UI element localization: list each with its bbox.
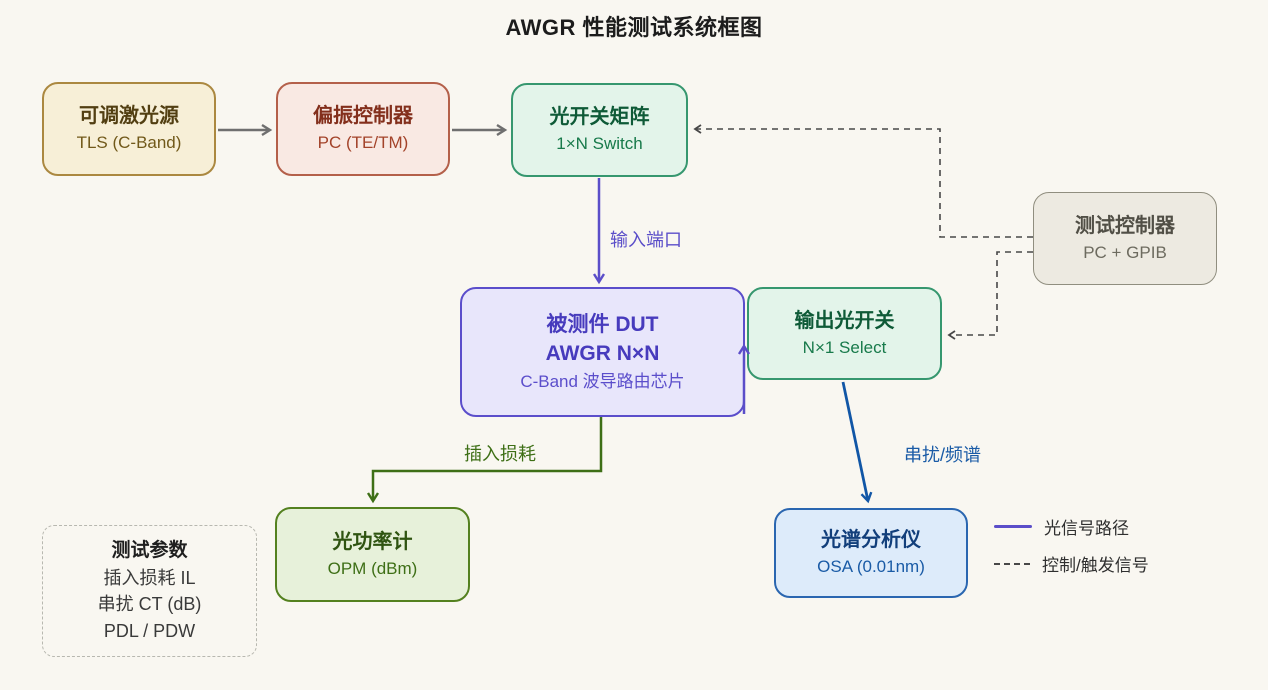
node-polarization-controller: 偏振控制器 PC (TE/TM) bbox=[276, 82, 450, 176]
node-title: 测试参数 bbox=[111, 540, 188, 562]
edge-label-insertion-loss: 插入损耗 bbox=[464, 444, 536, 464]
node-subtitle: 1×N Switch bbox=[556, 134, 643, 154]
legend-label: 控制/触发信号 bbox=[1042, 556, 1149, 575]
node-title: 光开关矩阵 bbox=[549, 106, 650, 129]
node-test-controller: 测试控制器 PC + GPIB bbox=[1033, 192, 1217, 285]
node-optical-power-meter: 光功率计 OPM (dBm) bbox=[275, 507, 470, 602]
param-line: 串扰 CT (dB) bbox=[97, 594, 202, 615]
node-subtitle: OPM (dBm) bbox=[327, 558, 418, 578]
legend-row-control: 控制/触发信号 bbox=[994, 551, 1149, 576]
param-line: 插入损耗 IL bbox=[103, 567, 196, 588]
node-subtitle: PC + GPIB bbox=[1083, 242, 1167, 262]
node-subtitle: TLS (C-Band) bbox=[76, 133, 182, 153]
page-title: AWGR 性能测试系统框图 bbox=[505, 15, 763, 40]
node-subtitle: OSA (0.01nm) bbox=[817, 557, 925, 577]
node-optical-spectrum-analyzer: 光谱分析仪 OSA (0.01nm) bbox=[774, 508, 968, 598]
control-signal-line-swatch bbox=[994, 562, 1030, 565]
legend: 光信号路径 控制/触发信号 bbox=[994, 514, 1149, 588]
control-line-to-output-switch bbox=[947, 251, 1033, 340]
node-title: 偏振控制器 bbox=[313, 105, 413, 128]
node-dut-awgr: 被测件 DUT AWGR N×N C-Band 波导路由芯片 bbox=[460, 287, 745, 417]
node-input-switch-matrix: 光开关矩阵 1×N Switch bbox=[511, 83, 688, 177]
node-title: 被测件 DUT bbox=[546, 312, 659, 336]
node-title: 输出光开关 bbox=[794, 309, 895, 332]
control-line-to-switch-matrix bbox=[693, 124, 1033, 238]
node-title: 可调激光源 bbox=[79, 105, 179, 128]
param-line: PDL / PDW bbox=[103, 620, 196, 641]
node-title: 光功率计 bbox=[332, 530, 413, 553]
node-subtitle: N×1 Select bbox=[802, 337, 887, 357]
node-output-switch: 输出光开关 N×1 Select bbox=[747, 287, 942, 380]
node-title: 光谱分析仪 bbox=[821, 529, 921, 552]
edge-label-input-port: 输入端口 bbox=[610, 230, 682, 250]
node-test-parameters: 测试参数 插入损耗 IL 串扰 CT (dB) PDL / PDW bbox=[42, 525, 257, 657]
legend-row-optical: 光信号路径 bbox=[994, 514, 1149, 539]
node-subtitle: C-Band 波导路由芯片 bbox=[520, 372, 685, 392]
node-tunable-laser: 可调激光源 TLS (C-Band) bbox=[42, 82, 216, 176]
node-subtitle: PC (TE/TM) bbox=[317, 133, 409, 153]
legend-label: 光信号路径 bbox=[1044, 519, 1129, 538]
node-title: 测试控制器 bbox=[1075, 214, 1175, 237]
edge-label-crosstalk-spectrum: 串扰/频谱 bbox=[904, 445, 982, 465]
optical-path-line-swatch bbox=[994, 524, 1032, 529]
arrow-output-switch-to-osa bbox=[841, 381, 873, 504]
node-title-line2: AWGR N×N bbox=[545, 341, 660, 365]
